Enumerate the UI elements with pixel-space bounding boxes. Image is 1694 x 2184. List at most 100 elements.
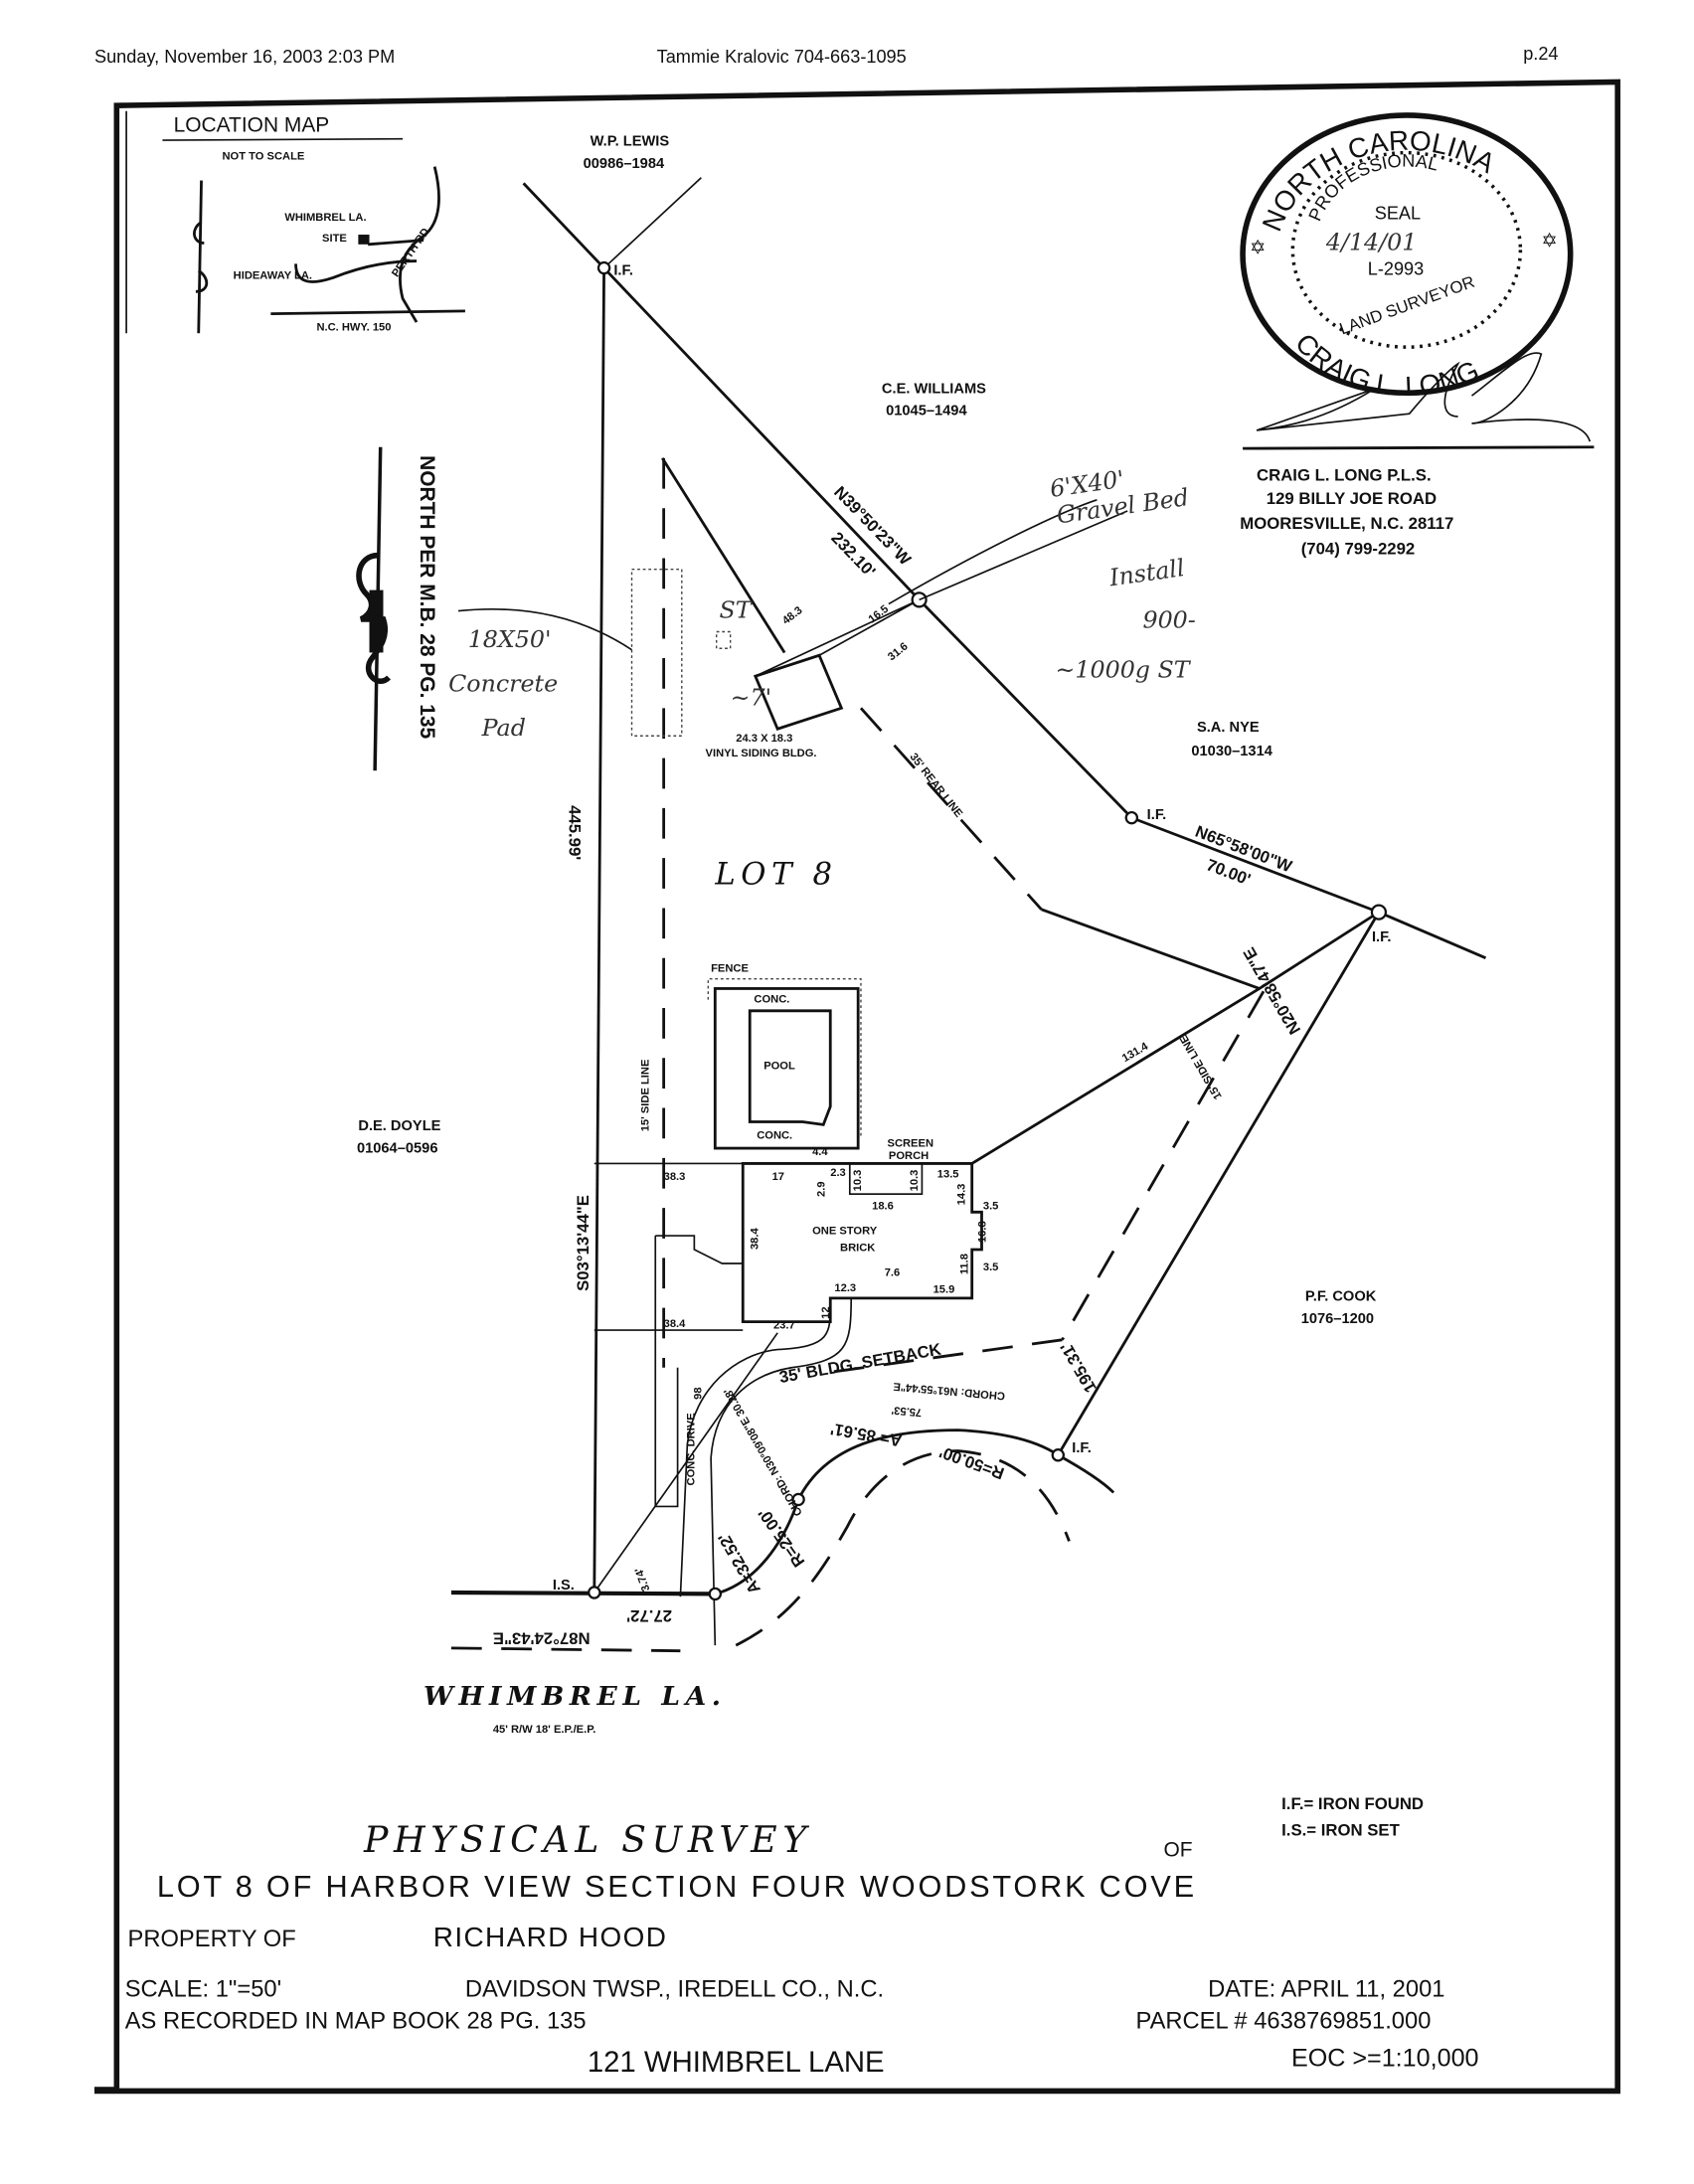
fence-label: FENCE: [711, 963, 749, 975]
note-install: 900-: [1142, 605, 1195, 633]
marker-label: I.F.: [1072, 1440, 1092, 1456]
conc-label: CONC.: [757, 1129, 792, 1141]
curve-label: A=32.52': [715, 1530, 764, 1597]
seal-license: L-2993: [1368, 259, 1424, 279]
house-label: ONE STORY: [812, 1226, 878, 1238]
property-label: PROPERTY OF: [128, 1927, 296, 1952]
porch-label: PORCH: [889, 1150, 929, 1162]
setback-lines: [593, 457, 1380, 1594]
surveyor-street: 129 BILLY JOE ROAD: [1267, 489, 1437, 508]
surveyor-city: MOORESVILLE, N.C. 28117: [1240, 514, 1453, 533]
dimension-label: 98: [692, 1387, 704, 1399]
north-note: NORTH PER M.B. 28 PG. 135: [416, 455, 438, 739]
surveyor-block: CRAIG L. LONG P.L.S. 129 BILLY JOE ROAD …: [1240, 465, 1453, 558]
iron-found-icon: [1124, 810, 1139, 825]
distance-label: 445.99': [566, 805, 585, 860]
location-map-subtitle: NOT TO SCALE: [222, 151, 304, 163]
dimension-label: 10.3: [852, 1170, 864, 1192]
dimension-label: 2.9: [816, 1181, 828, 1197]
seal-star-icon: ✡: [1250, 238, 1266, 259]
iron-markers: I.F. I.F. I.F. I.F. I.S.: [553, 260, 1391, 1601]
curve-label: 75.53': [891, 1404, 923, 1419]
recorded-text: AS RECORDED IN MAP BOOK 28 PG. 135: [125, 2009, 587, 2035]
note-install: Install: [1106, 554, 1186, 591]
pad-outline: [630, 568, 683, 737]
map-label: N.C. HWY. 150: [316, 321, 391, 333]
dimension-label: 11.8: [959, 1254, 971, 1274]
legend-iron-found: I.F.= IRON FOUND: [1281, 1794, 1424, 1813]
adjoiner-ref: 00986–1984: [584, 156, 665, 172]
road-name: WHIMBREL LA.: [424, 1681, 727, 1712]
adjoiner-ref: 01045–1494: [886, 404, 967, 420]
adjoiner-name: S.A. NYE: [1197, 720, 1260, 736]
dimension-label: 38.3: [664, 1171, 686, 1183]
rear-line-label: 35' REAR LINE: [907, 752, 964, 820]
porch-label: SCREEN: [888, 1138, 934, 1150]
curve-label: CHORD: N30°09'08"E 30.28': [722, 1386, 805, 1518]
adjoiner-labels: W.P. LEWIS 00986–1984 C.E. WILLIAMS 0104…: [357, 134, 1377, 1327]
address-text: 121 WHIMBREL LANE: [588, 2046, 885, 2079]
survey-date: DATE: APRIL 11, 2001: [1208, 1976, 1444, 2002]
house-dimensions: 38.3 17 4.4 2.3 2.9 10.3 10.3 18.6 13.5 …: [664, 1146, 999, 1400]
dimension-label: 17: [772, 1171, 784, 1183]
dimension-label: 12.3: [834, 1282, 856, 1294]
conc-label: CONC.: [754, 993, 789, 1005]
dimension-label: 23.7: [773, 1320, 795, 1332]
dimension-label: 3.5: [983, 1201, 999, 1213]
adjoiner-name: C.E. WILLIAMS: [882, 381, 986, 397]
shed-dim: 31.6: [886, 640, 911, 663]
house-label: BRICK: [840, 1242, 875, 1254]
dimension-label: 7.6: [885, 1267, 901, 1279]
title-block: PHYSICAL SURVEY OF LOT 8 OF HARBOR VIEW …: [125, 1818, 1479, 2079]
property-boundary: [450, 177, 1487, 1653]
dimension-label: 10.3: [909, 1170, 921, 1192]
dimension-label: 15.9: [933, 1283, 955, 1295]
dimension-label: 4.4: [812, 1146, 828, 1158]
fax-sender: Tammie Kralovic 704-663-1095: [657, 47, 907, 67]
eoc-text: EOC >=1:10,000: [1291, 2044, 1479, 2072]
dimension-label: 38.4: [750, 1228, 762, 1251]
survey-title-of: OF: [1163, 1838, 1192, 1861]
road-spec: 45' R/W 18' E.P./E.P.: [493, 1724, 595, 1736]
scale-text: SCALE: 1"=50': [125, 1976, 281, 2002]
map-label: WHIMBREL LA.: [284, 212, 366, 224]
legend-iron-set: I.S.= IRON SET: [1281, 1820, 1400, 1839]
marker-label: I.F.: [1147, 807, 1167, 823]
adjoiner-ref: 1076–1200: [1301, 1311, 1374, 1327]
map-label: HIDEAWAY LA.: [234, 270, 312, 282]
line-labels: 35' REAR LINE 15' SIDE LINE 15' SIDE LIN…: [639, 752, 1224, 1387]
iron-found-icon: [791, 1492, 805, 1507]
survey-subtitle: LOT 8 OF HARBOR VIEW SECTION FOUR WOODST…: [157, 1869, 1197, 1904]
seal-center: SEAL: [1375, 204, 1421, 224]
iron-set-icon: [588, 1586, 601, 1599]
shed-dim: 48.3: [780, 604, 805, 627]
dimension-label: 12: [820, 1306, 832, 1318]
iron-found-icon: [1370, 904, 1388, 921]
seal-inner-bottom: LAND SURVEYOR: [1337, 272, 1477, 339]
seal-star-icon: ✡: [1541, 231, 1557, 252]
note-st: ST: [720, 596, 754, 624]
note-install: ~1000g ST: [1056, 656, 1192, 684]
dimension-label: 18.6: [872, 1201, 894, 1213]
distance-label: 27.72': [626, 1606, 672, 1625]
curve-label: CHORD: N61°55'44"E: [893, 1380, 1005, 1402]
note-pad: 18X50': [468, 625, 552, 653]
shed-desc: VINYL SIDING BLDG.: [706, 748, 817, 759]
survey-title: PHYSICAL SURVEY: [363, 1818, 812, 1861]
surveyor-phone: (704) 799-2292: [1301, 539, 1416, 558]
distance-label: 3.74': [633, 1566, 653, 1593]
dimension-label: 38.4: [664, 1318, 687, 1330]
map-label: PERTH RD.: [390, 224, 433, 279]
pool-area: FENCE CONC. POOL CONC.: [707, 963, 862, 1150]
side-line-label: 15' SIDE LINE: [1178, 1033, 1225, 1101]
note-pad: Pad: [481, 714, 526, 742]
north-arrow-icon: [193, 180, 209, 334]
lot-label: LOT 8: [714, 857, 837, 893]
curve-label: R=50.00': [936, 1442, 1006, 1483]
dimension-label: 14.3: [956, 1184, 968, 1206]
north-arrow-icon: [356, 446, 392, 771]
adjoiner-name: D.E. DOYLE: [358, 1118, 440, 1134]
parcel-number: PARCEL # 4638769851.000: [1136, 2009, 1432, 2035]
dimension-label: 16.8: [977, 1221, 989, 1243]
